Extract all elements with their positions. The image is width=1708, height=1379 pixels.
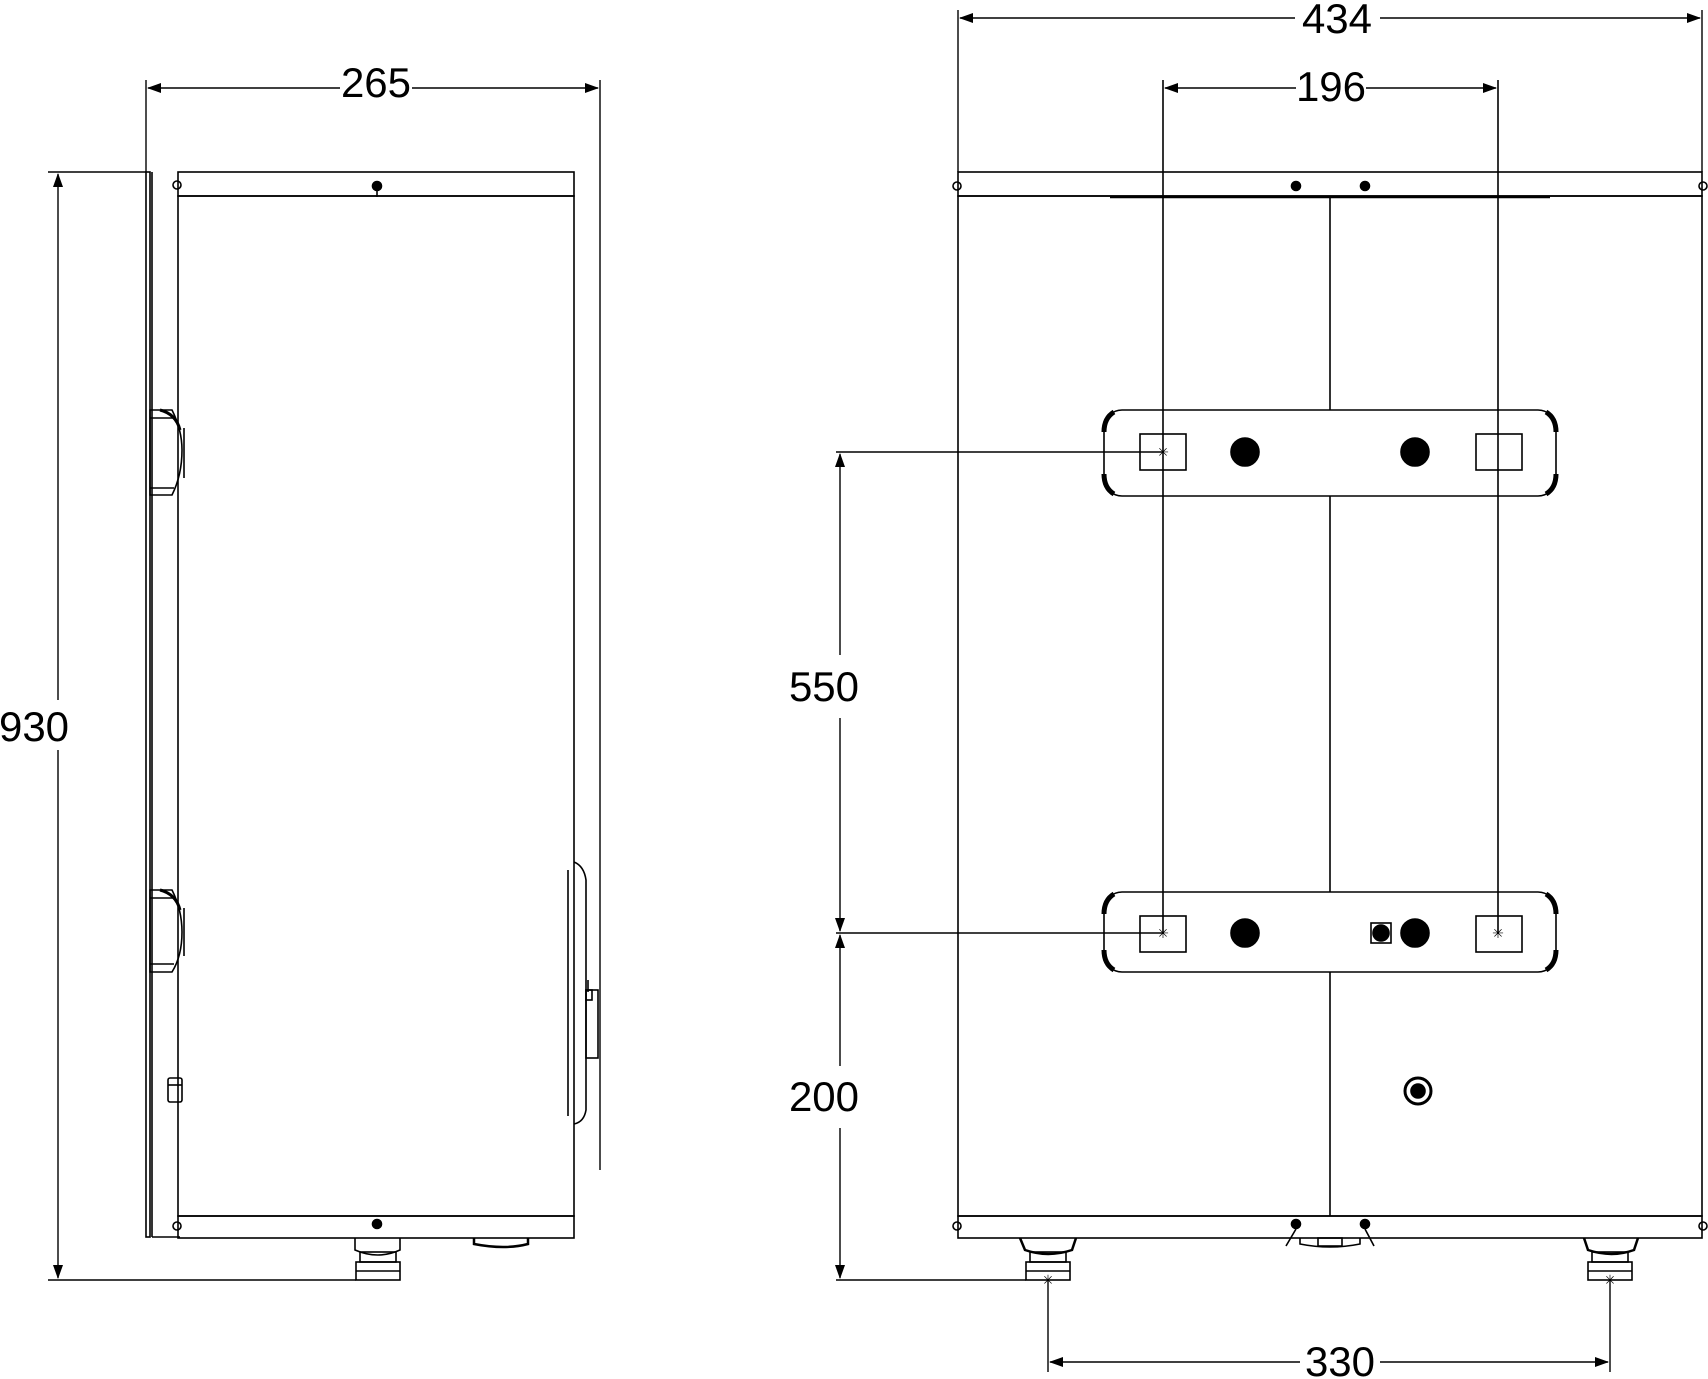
side-control-housing — [567, 861, 599, 1125]
side-upper-bracket — [149, 408, 185, 496]
front-upper-bracket: ✳ — [1101, 409, 1559, 497]
dim-bracket-spacing: 196 — [1296, 63, 1366, 110]
side-valve — [167, 1077, 183, 1103]
side-body — [177, 195, 575, 1217]
side-view — [145, 171, 599, 1281]
dimension-lines — [48, 10, 1703, 1372]
front-view: ✳ ✳ ✳ — [952, 80, 1708, 1289]
svg-text:✳: ✳ — [1157, 926, 1169, 942]
dimension-labels: 265 930 434 196 550 200 330 — [0, 0, 1376, 1379]
side-lower-bracket — [149, 888, 185, 973]
side-back-plate — [145, 171, 151, 1238]
front-top-cap — [957, 171, 1703, 197]
svg-text:✳: ✳ — [1492, 926, 1504, 942]
front-lower-bracket: ✳ ✳ — [1101, 891, 1559, 973]
dim-height: 930 — [0, 703, 69, 750]
dim-bottom-to-bracket: 200 — [789, 1073, 859, 1120]
front-bottom-cap — [957, 1215, 1703, 1239]
dim-bracket-vertical: 550 — [789, 663, 859, 710]
front-knob — [1403, 1076, 1433, 1106]
dim-front-width: 434 — [1302, 0, 1372, 42]
side-bottom-pipe — [354, 1238, 530, 1281]
dim-side-width: 265 — [341, 59, 411, 106]
dim-pipe-spacing: 330 — [1305, 1338, 1375, 1379]
svg-text:✳: ✳ — [1157, 445, 1169, 461]
side-bottom-cap — [177, 1215, 575, 1239]
